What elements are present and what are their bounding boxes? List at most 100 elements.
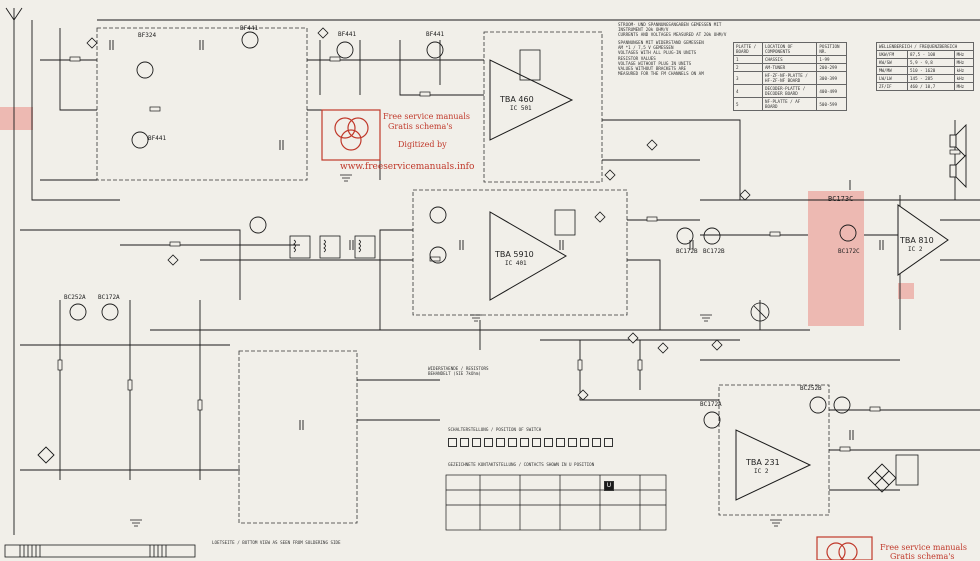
- transistor-label: BF441: [426, 31, 445, 38]
- table-cell: 5,9 - 9,8: [907, 58, 955, 67]
- table-cell: KW/SW: [875, 58, 909, 67]
- ic-tba460-ref: IC 501: [510, 105, 532, 112]
- table-header-row: WELLENBEREICH / FREQUENZBEREICH: [876, 42, 974, 51]
- table-cell: kHz: [953, 66, 975, 75]
- note-resistors: WIDERSTAENDE / RESISTORS BEHANDELT (SIE …: [428, 366, 489, 377]
- note-bottom: LOETSEITE / BOTTOM VIEW AS SEEN FROM SOL…: [212, 540, 341, 545]
- switch-key: [484, 438, 493, 447]
- table-cell: 87,5 - 108: [907, 50, 955, 59]
- table-cell: 300-399: [816, 71, 847, 85]
- ground-symbols: [130, 174, 782, 527]
- highlight-bc173c-region: [808, 191, 864, 326]
- transistor-label: BC172A: [98, 294, 120, 301]
- ic-tba5910-ref: IC 401: [505, 260, 527, 267]
- table-cell: 400-499: [816, 84, 847, 98]
- table-row: MW/MW 510 - 1620 kHz: [875, 66, 975, 75]
- switch-key: [448, 438, 457, 447]
- watermark-line3: Digitized by: [398, 140, 447, 149]
- watermark-bottom-line1: Free service manuals: [880, 543, 967, 552]
- highlight-small-region: [898, 283, 914, 299]
- ic-tba810-ref: IC 2: [908, 246, 923, 253]
- table-cell: ZF/IF: [875, 82, 909, 91]
- table-cell: 500-599: [816, 97, 847, 111]
- table-cell: HF-ZF-NF-PLATTE / HF-ZF-NF BOARD: [761, 71, 818, 85]
- table-row: UKW/FM 87,5 - 108 MHz: [875, 50, 975, 59]
- switch-key: [556, 438, 565, 447]
- table-row: 1 CHASSIS 1-99: [733, 55, 847, 64]
- board-outlines: [96, 27, 830, 524]
- switch-key: [580, 438, 589, 447]
- table-cell: MW/MW: [875, 66, 909, 75]
- antenna: [5, 7, 23, 21]
- table-header-cell: PLATTE / BOARD: [733, 42, 763, 56]
- transistor-label: BC172A: [700, 401, 722, 408]
- switch-key: [604, 438, 613, 447]
- switch-key: [592, 438, 601, 447]
- ic-tba5910-label: TBA 5910: [495, 250, 534, 259]
- switch-key: [532, 438, 541, 447]
- transistor-label: BC172B: [676, 248, 698, 255]
- transistor-label: BC172B: [703, 248, 725, 255]
- ic-tba231-ref: IC 2: [754, 468, 769, 475]
- ic-tba460-label: TBA 460: [500, 95, 534, 104]
- transistor-label: BC252A: [64, 294, 86, 301]
- transistor-symbols: [69, 31, 857, 429]
- ferrite-rod: [4, 544, 196, 558]
- table-header-cell: WELLENBEREICH / FREQUENZBEREICH: [876, 42, 974, 51]
- table-row: 4 DECODER-PLATTE / DECODER BOARD 400-499: [733, 84, 847, 98]
- switch-key: [508, 438, 517, 447]
- table-cell: NF-PLATTE / AF BOARD: [761, 97, 818, 111]
- switch-block: [445, 474, 667, 531]
- resistors: [57, 56, 961, 452]
- table-cell: UKW/FM: [875, 50, 909, 59]
- table-cell: AM-TUNER: [761, 63, 818, 72]
- table-cell: 460 / 10,7: [907, 82, 955, 91]
- table-header-row: PLATTE / BOARD LOCATION OF COMPONENTS PO…: [733, 42, 847, 56]
- parts-location-table: PLATTE / BOARD LOCATION OF COMPONENTS PO…: [733, 42, 847, 111]
- switch-key: [568, 438, 577, 447]
- frequency-table: WELLENBEREICH / FREQUENZBEREICH UKW/FM 8…: [875, 42, 975, 91]
- watermark-line1: Free service manuals: [383, 112, 470, 121]
- table-cell: 145 - 285: [907, 74, 955, 83]
- watermark-url: www.freeservicemanuals.info: [340, 162, 475, 172]
- table-header-cell: POSITION NR.: [816, 42, 847, 56]
- table-cell: DECODER-PLATTE / DECODER BOARD: [761, 84, 818, 98]
- table-cell: 4: [733, 84, 763, 98]
- table-row: LW/LW 145 - 285 kHz: [875, 74, 975, 83]
- table-row: ZF/IF 460 / 10,7 MHz: [875, 82, 975, 91]
- switch-key: [520, 438, 529, 447]
- note-contacts: GEZEICHNETE KONTAKTSTELLUNG / CONTACTS S…: [448, 462, 595, 467]
- table-cell: kHz: [953, 74, 975, 83]
- table-row: 2 AM-TUNER 200-299: [733, 63, 847, 72]
- test-point-diamonds: [86, 27, 751, 401]
- bridge-rectifier: [37, 446, 897, 493]
- table-cell: CHASSIS: [761, 55, 818, 64]
- ic-tba231-label: TBA 231: [746, 458, 780, 467]
- transistor-label: BF441: [148, 135, 167, 142]
- switch-position-keys: [448, 438, 613, 447]
- table-cell: MHz: [953, 58, 975, 67]
- table-cell: 200-299: [816, 63, 847, 72]
- ic-amplifier-symbols: [489, 59, 949, 501]
- note-mid: SPANNUNGEN MIT WIDERSTAND GEMESSEN AM *1…: [618, 40, 704, 77]
- table-cell: 1: [733, 55, 763, 64]
- potentiometers: [750, 302, 770, 322]
- switch-key: [496, 438, 505, 447]
- table-cell: 3: [733, 71, 763, 85]
- transistor-label: BF441: [338, 31, 357, 38]
- table-cell: 1-99: [816, 55, 847, 64]
- coils: [289, 49, 919, 486]
- watermark-bottom-line2: Gratis schema's: [890, 552, 955, 561]
- table-cell: LW/LW: [875, 74, 909, 83]
- transistor-label: BF441: [240, 25, 259, 32]
- table-cell: 5: [733, 97, 763, 111]
- transistor-label: BC252B: [800, 385, 822, 392]
- table-cell: MHz: [953, 82, 975, 91]
- highlight-transistor-label: BC173C: [828, 195, 854, 203]
- watermark-logo: [321, 109, 873, 560]
- switch-key: [460, 438, 469, 447]
- note-switch: SCHALTERSTELLUNG / POSITION OF SWITCH: [448, 427, 542, 432]
- table-cell: MHz: [953, 50, 975, 59]
